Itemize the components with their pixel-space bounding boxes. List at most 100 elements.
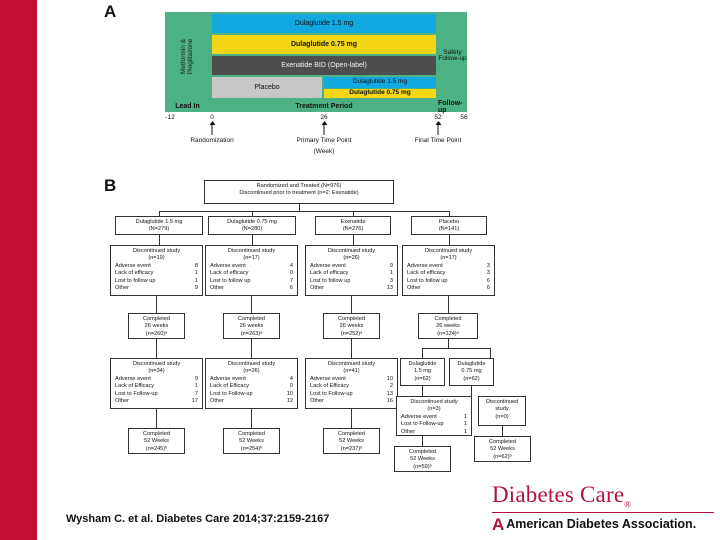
disc26-2-title: Discontinued study [227, 247, 276, 254]
comp26-3-line-3: (n=252)ᵃ [340, 330, 363, 337]
annotation-primary-time-point: Primary Time Point [296, 137, 352, 144]
connector-arm-4-drop [449, 211, 450, 216]
node-completed52-exenatide: Completed 52 Weeks (n=237)ᵇ [323, 428, 380, 454]
xo-comp-1-line-2: 52 Weeks [410, 456, 435, 463]
metformin-pioglitazone-label: Metformin & Pioglitazone [180, 38, 195, 73]
ada-name: American Diabetes Association. [506, 517, 697, 532]
randomized-treated-line-2: Discontinued prior to treatment (n=2: Ex… [239, 190, 359, 197]
disc26-4-n: (n=17) [440, 255, 457, 262]
period-lead-in: Lead In [165, 101, 210, 112]
xo-disc-right-line-2: study [495, 406, 509, 413]
connector-arms-bus [159, 211, 449, 212]
connector-crossover-bus [422, 348, 490, 349]
axis-tick-52: 52 [434, 114, 442, 121]
arm-3-name: Exenatide [340, 218, 366, 225]
left-accent-bar [0, 0, 37, 540]
period-treatment: Treatment Period [212, 101, 436, 112]
connector-arm1-to-disc26 [159, 235, 160, 245]
connector-arm-1-drop [159, 211, 160, 216]
comp26-1-line-2: 26 weeks [144, 323, 169, 330]
xo-1-line-2: 1.5 mg [413, 368, 432, 375]
axis-tick-0: 0 [210, 114, 214, 121]
connector-disc26-2-to-comp26 [251, 296, 252, 313]
connector-disc52-2-to-comp52 [251, 409, 252, 428]
xo-disc-right-line-1: Discontinued [485, 398, 519, 405]
node-randomized-and-treated: Randomized and Treated (N=976) Discontin… [204, 180, 394, 204]
disc26-1-title: Discontinued study [132, 247, 181, 254]
panel-a-period-row: Lead In Treatment Period Follow-up [165, 100, 467, 114]
arm-1-n: (N=279) [148, 226, 170, 233]
comp26-2-line-3: (n=263)ᵃ [240, 330, 263, 337]
xo-2-line-3: (n=62) [463, 375, 480, 382]
citation-text: Wysham C. et al. Diabetes Care 2014;37:2… [66, 513, 330, 525]
connector-arm-3-drop [353, 211, 354, 216]
brand-divider [492, 511, 714, 513]
axis-tick-56: 56 [460, 114, 468, 121]
bar-crossover-dulaglutide-1-5: Dulaglutide 1.5 mg [324, 77, 436, 88]
disc26-3-title: Discontinued study [327, 247, 376, 254]
node-completed26-exenatide: Completed 26 weeks (n=252)ᵃ [323, 313, 380, 339]
metformin-pioglitazone-line-1: Metformin & [180, 38, 188, 74]
node-completed52-dulaglutide-0-75: Completed 52 Weeks (n=254)ᵇ [223, 428, 280, 454]
comp52-1-line-3: (n=245)ᵇ [145, 445, 168, 452]
annotation-randomization: Randomization [190, 137, 234, 144]
panel-b-disposition-flowchart: Randomized and Treated (N=976) Discontin… [100, 178, 570, 488]
comp52-3-line-1: Completed [337, 430, 366, 437]
diabetes-care-name: Diabetes Care [492, 482, 625, 507]
disc26-1-n: (n=19) [148, 255, 165, 262]
arm-2-n: (N=280) [241, 226, 263, 233]
connector-comp26-3-to-disc52 [351, 339, 352, 358]
comp52-2-line-1: Completed [237, 430, 266, 437]
connector-disc52-3-to-comp52 [351, 409, 352, 428]
arm-1-name: Dulaglutide 1.5 mg [135, 218, 183, 225]
node-arm-dulaglutide-1-5: Dulaglutide 1.5 mg (N=279) [115, 216, 203, 235]
connector-crossover-right-drop [490, 348, 491, 358]
connector-disc52-1-to-comp52 [156, 409, 157, 428]
arm-2-name: Dulaglutide 0.75 mg [227, 218, 277, 225]
comp26-4-line-1: Completed [434, 315, 462, 322]
arm-4-n: (N=141) [438, 226, 460, 233]
node-arm-exenatide: Exenatide (N=276) [315, 216, 391, 235]
connector-disc26-4-to-comp26 [448, 296, 449, 313]
xo-1-line-3: (n=62) [414, 375, 431, 382]
disc52-3-title: Discontinued study [327, 360, 376, 367]
node-completed52-dulaglutide-1-5: Completed 52 Weeks (n=245)ᵇ [128, 428, 185, 454]
panel-a-letter: A [104, 2, 117, 21]
bar-exenatide-bid: Exenatide BID (Open-label) [212, 56, 436, 75]
comp26-3-line-2: 26 weeks [339, 323, 364, 330]
disc52-3-n: (n=41) [343, 368, 360, 375]
comp26-3-line-1: Completed [337, 315, 366, 322]
panel-b-letter: B [104, 176, 117, 195]
disc26-3-n: (n=26) [343, 255, 360, 262]
diabetes-care-wordmark: Diabetes Care® [492, 482, 714, 510]
metformin-pioglitazone-block: Metformin & Pioglitazone [165, 12, 210, 100]
panel-a-study-design: Metformin & Pioglitazone Dulaglutide 1.5… [165, 12, 467, 114]
node-arm-dulaglutide-0-75: Dulaglutide 0.75 mg (N=280) [208, 216, 296, 235]
period-follow-up: Follow-up [438, 100, 467, 114]
disc52-1-title: Discontinued study [132, 360, 181, 367]
